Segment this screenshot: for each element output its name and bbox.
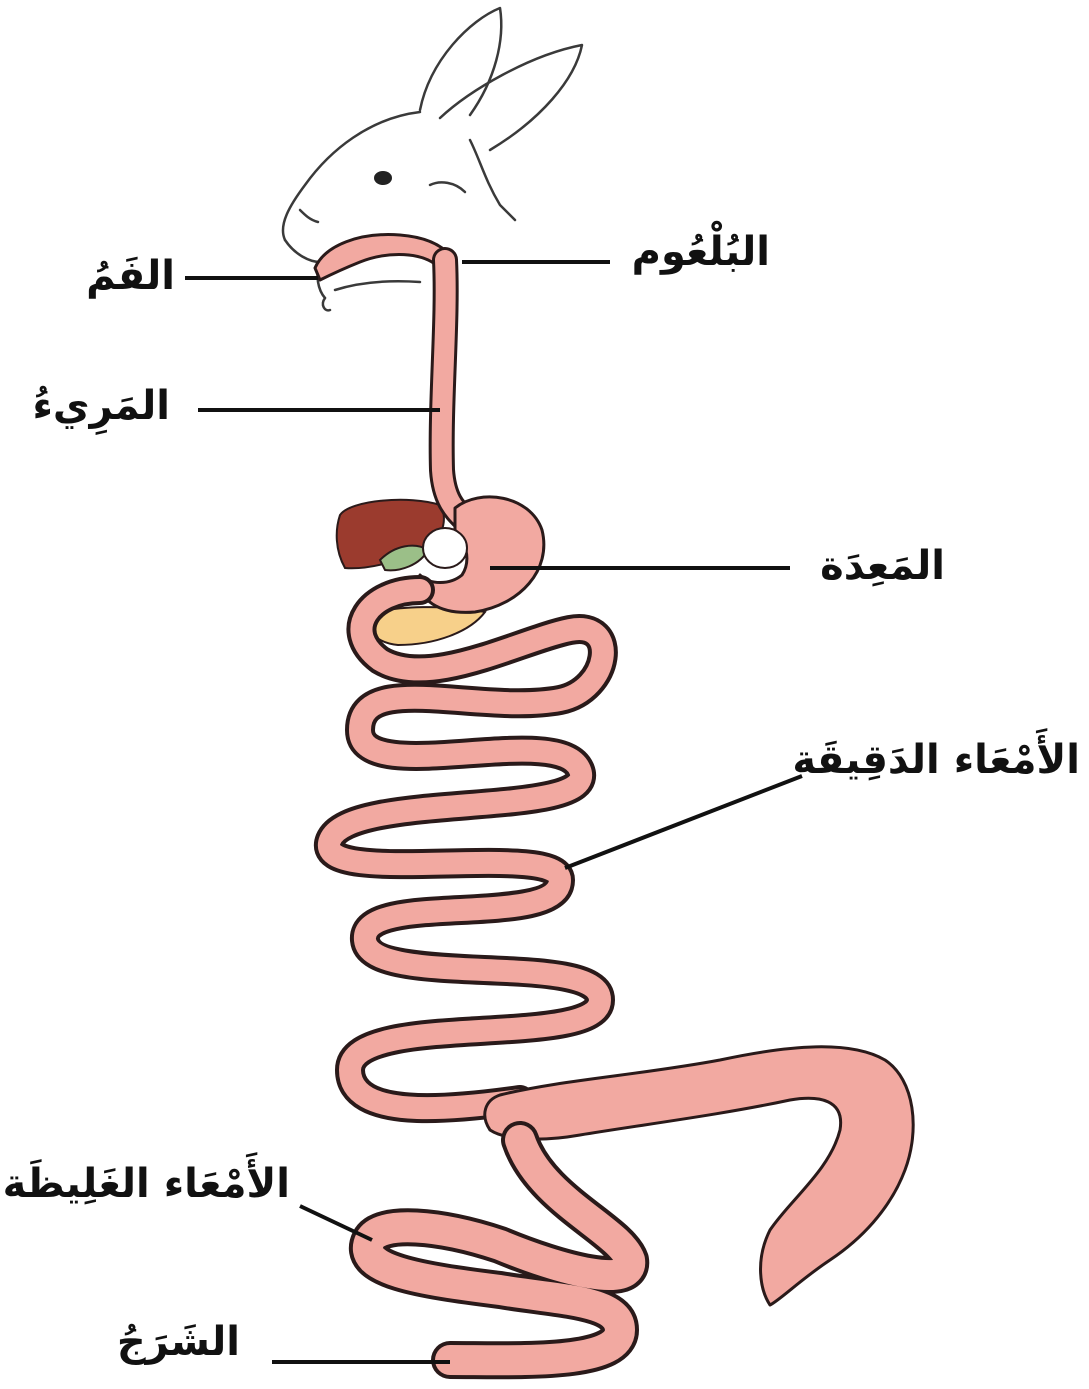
label-mouth: الفَمُ: [75, 256, 175, 296]
label-stomach: المَعِدَة: [800, 546, 945, 586]
esophagus-tube: [442, 260, 465, 520]
label-large-intestine: الأَمْعَاء الغَلِيظَة: [5, 1164, 290, 1204]
label-small-intestine: الأَمْعَاء الدَقِيقَة: [775, 740, 1080, 780]
label-pharynx: البُلْعُوم: [620, 232, 770, 272]
large-intestine-tube: [368, 1140, 630, 1360]
small-intestine-tube: [329, 590, 603, 1108]
label-esophagus: المَرِيءُ: [20, 386, 170, 426]
leader-line-small-intestine: [565, 776, 802, 868]
label-anus: الشَرَجُ: [100, 1322, 240, 1362]
